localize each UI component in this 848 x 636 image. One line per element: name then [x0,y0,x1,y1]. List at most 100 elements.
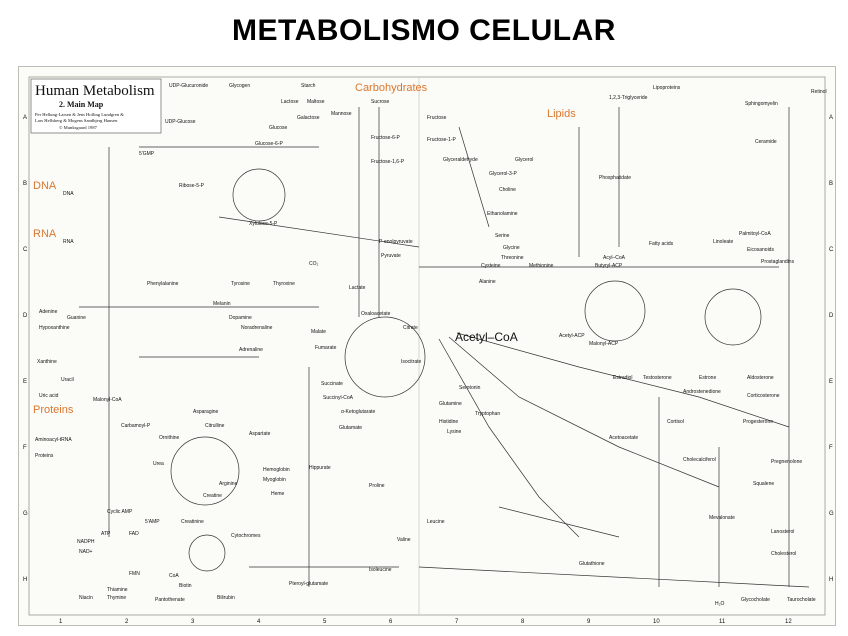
column-label: 9 [587,619,591,625]
metabolite-fatty-acids: Fatty acids [649,241,674,247]
pathway-line [458,126,490,228]
metabolite-lactate: Lactate [349,285,366,291]
metabolite-malonyl-coa: Malonyl-CoA [93,397,122,403]
metabolite-h2o: H₂O [715,601,725,607]
metabolite-uracil: Uracil [61,377,74,383]
row-label: B [829,181,833,187]
fatty-acid-cycle-ring [584,280,646,342]
column-label: 12 [785,619,792,625]
metabolite-retinol: Retinol [811,89,827,95]
map-subtitle: 2. Main Map [59,100,104,109]
metabolite-threonine: Threonine [501,255,524,261]
metabolite-hippurate: Hippurate [309,465,331,471]
column-label: 3 [191,619,195,625]
metabolite-glutamine: Glutamine [439,401,462,407]
row-label: H [829,577,833,583]
row-label: A [829,115,833,121]
metabolite-xanthine: Xanthine [37,359,57,365]
metabolite-cholecalciferol: Cholecalciferol [683,457,716,463]
section-rna: RNA [33,228,57,240]
pathway-lines [79,107,810,588]
row-label: F [23,445,27,451]
metabolite-co2: CO₂ [309,261,319,267]
pathway-line [456,332,790,428]
metabolite-hemoglobin: Hemoglobin [263,467,290,473]
hub-acetyl-coa: Acetyl–CoA [455,330,518,344]
metabolite-glyceraldehyde: Glyceraldehyde [443,157,478,163]
metabolite-cortisol: Cortisol [667,419,684,425]
creatine-ring [188,534,226,572]
metabolite-arginine: Arginine [219,481,238,487]
tca-cycle-ring [344,316,426,398]
pathway-line [218,216,420,248]
metabolite-bilirubin: Bilirubin [217,595,235,601]
row-label: G [829,511,834,517]
metabolite-creatine: Creatine [203,493,222,499]
metabolite-lanosterol: Lanosterol [771,529,794,535]
metabolite-thymine: Thymine [107,595,126,601]
metabolite-valine: Valine [397,537,411,543]
metabolite-testosterone: Testosterone [643,375,672,381]
metabolite-acetyl-acp: Acetyl-ACP [559,333,585,339]
metabolic-map-drawing: Human Metabolism 2. Main Map Per Hellung… [23,76,834,625]
metabolite-phosphatidate: Phosphatidate [599,175,631,181]
metabolite-cysteine: Cysteine [481,263,501,269]
row-label: F [829,445,833,451]
metabolite-glycerol-3p: Glycerol-3-P [489,171,517,177]
metabolite-udp-glucose: UDP-Glucose [165,119,196,125]
metabolite-glutamate: Glutamate [339,425,362,431]
metabolite-malonyl-acp: Malonyl-ACP [589,341,619,347]
metabolite-thyroxine: Thyroxine [273,281,295,287]
metabolite-mevalonate: Mevalonate [709,515,735,521]
section-lipids: Lipids [547,108,576,120]
metabolite-sucrose: Sucrose [371,99,390,105]
metabolite-dopamine: Dopamine [229,315,252,321]
metabolite-nadph: NADPH [77,539,95,545]
metabolite-leucine: Leucine [427,519,445,525]
metabolite-maltose: Maltose [307,99,325,105]
metabolite-pyruvate: Pyruvate [381,253,401,259]
metabolite-fmn: FMN [129,571,140,577]
metabolite-adenine: Adenine [39,309,58,315]
metabolite-acetoacetate: Acetoacetate [609,435,638,441]
metabolite-progesterone: Progesterone [743,419,773,425]
metabolite-tyrosine: Tyrosine [231,281,250,287]
metabolite-succinate: Succinate [321,381,343,387]
row-label: C [23,247,28,253]
metabolite-methionine: Methionine [529,263,554,269]
map-frame [28,76,826,616]
metabolite-sphingomyelin: Sphingomyelin [745,101,778,107]
pathway-line [418,566,810,588]
pentose-cycle-ring [232,168,286,222]
metabolite-udp-glucuronide: UDP-Glucuronide [169,83,208,89]
metabolite-amp: 5'AMP [145,519,160,525]
column-label: 10 [653,619,660,625]
metabolite-pep: P-enolpyruvate [379,239,413,245]
metabolite-serine: Serine [495,233,510,239]
metabolite-phenylalanine: Phenylalanine [147,281,179,287]
metabolite-fructose-1p: Fructose-1-P [427,137,457,143]
metabolite-niacin: Niacin [79,595,93,601]
metabolite-isocitrate: Isocitrate [401,359,422,365]
metabolite-estrone: Estrone [699,375,716,381]
metabolite-ribose-5p: Ribose-5-P [179,183,205,189]
metabolite-proline: Proline [369,483,385,489]
metabolite-ornithine: Ornithine [159,435,180,441]
column-label: 4 [257,619,261,625]
row-label: B [23,181,27,187]
metabolite-a-ketoglutarate: α-Ketoglutarate [341,409,376,415]
metabolite-pteroylglutamate: Pteroyl-glutamate [289,581,328,587]
metabolite-estradiol: Estradiol [613,375,632,381]
metabolite-cholesterol: Cholesterol [771,551,796,557]
metabolite-atp: ATP [101,531,111,537]
metabolite-serotonin: Serotonin [459,385,481,391]
row-label: D [829,313,834,319]
metabolite-lipoproteins: Lipoproteins [653,85,681,91]
metabolite-melanin: Melanin [213,301,231,307]
metabolite-citrulline: Citrulline [205,423,225,429]
metabolite-mannose: Mannose [331,111,352,117]
metabolite-asparagine: Asparagine [193,409,219,415]
metabolite-camp: Cyclic AMP [107,509,133,515]
metabolite-dna-label: DNA [63,191,74,197]
metabolite-glucose-6p: Glucose-6-P [255,141,283,147]
